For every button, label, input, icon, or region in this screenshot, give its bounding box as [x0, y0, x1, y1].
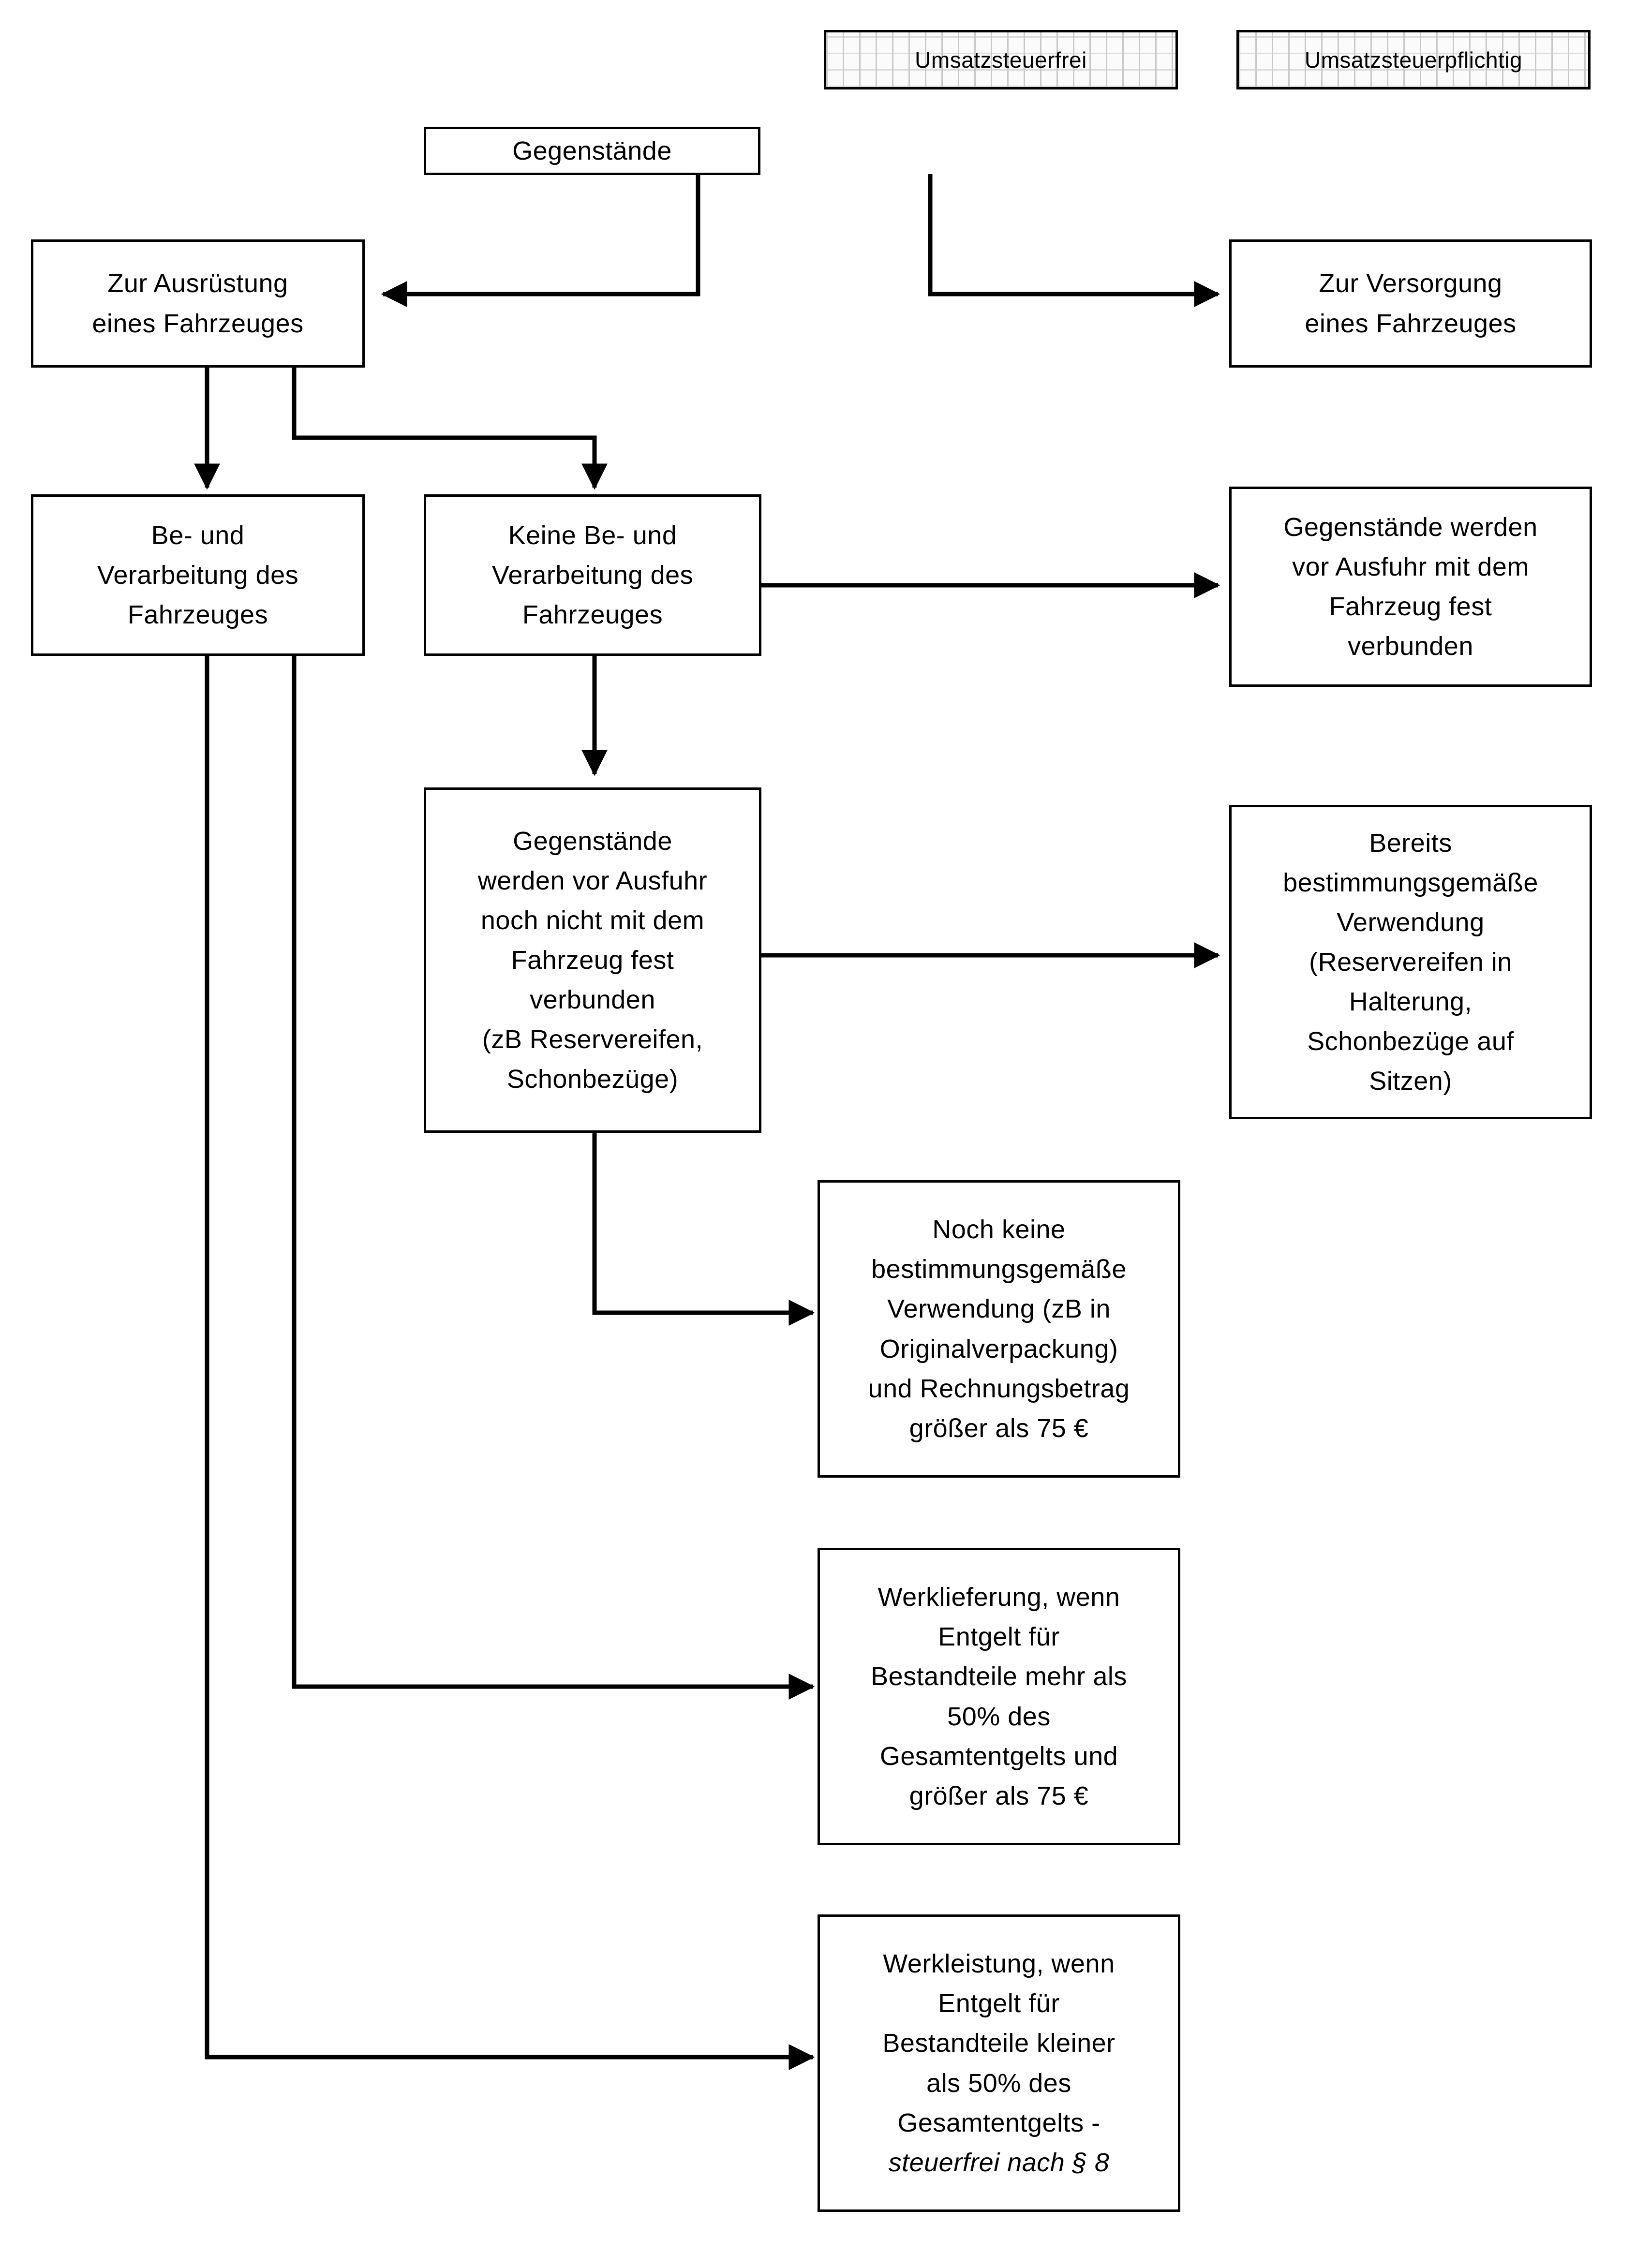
node-supply[interactable]: Zur Versorgung eines Fahrzeuges: [1229, 239, 1592, 368]
node-werklieferung-label: Werklieferung, wenn Entgelt für Bestandt…: [871, 1583, 1127, 1810]
node-already-used[interactable]: Bereits bestimmungsgemäße Verwendung (Re…: [1229, 805, 1592, 1119]
node-not-yet-used[interactable]: Noch keine bestimmungsgemäße Verwendung …: [818, 1180, 1180, 1478]
node-werkleistung-note: steuerfrei nach § 8: [888, 2148, 1110, 2177]
node-not-yet-connected[interactable]: Gegenstände werden vor Ausfuhr noch nich…: [424, 787, 761, 1133]
node-not-yet-connected-label: Gegenstände werden vor Ausfuhr noch nich…: [477, 826, 708, 1094]
edge-objects-to-equipment: [381, 174, 700, 307]
legend-taxable: Umsatzsteuerpflichtig: [1236, 30, 1591, 89]
node-equipment[interactable]: Zur Ausrüstung eines Fahrzeuges: [31, 239, 365, 368]
edge-not-yet-connected-to-not-yet-used: [592, 1133, 815, 1326]
node-already-used-label: Bereits bestimmungsgemäße Verwendung (Re…: [1283, 828, 1538, 1096]
node-processing[interactable]: Be- und Verarbeitung des Fahrzeuges: [31, 494, 365, 656]
node-werkleistung[interactable]: Werkleistung, wenn Entgelt für Bestandte…: [818, 1914, 1180, 2212]
node-supply-label: Zur Versorgung eines Fahrzeuges: [1305, 269, 1517, 338]
node-werklieferung[interactable]: Werklieferung, wenn Entgelt für Bestandt…: [818, 1548, 1180, 1845]
node-objects-label: Gegenstände: [512, 136, 672, 165]
node-processing-label: Be- und Verarbeitung des Fahrzeuges: [97, 520, 299, 630]
node-equipment-label: Zur Ausrüstung eines Fahrzeuges: [92, 269, 304, 338]
node-firmly-connected[interactable]: Gegenstände werden vor Ausfuhr mit dem F…: [1229, 487, 1592, 687]
edge-equipment-to-no-processing: [292, 368, 608, 490]
edge-objects-to-supply: [928, 174, 1220, 307]
node-not-yet-used-label: Noch keine bestimmungsgemäße Verwendung …: [868, 1215, 1130, 1443]
node-no-processing-label: Keine Be- und Verarbeitung des Fahrzeuge…: [491, 520, 694, 630]
legend-tax-free: Umsatzsteuerfrei: [824, 30, 1178, 89]
node-werkleistung-label: Werkleistung, wenn Entgelt für Bestandte…: [825, 1944, 1173, 2182]
node-objects[interactable]: Gegenstände: [424, 127, 760, 175]
node-no-processing[interactable]: Keine Be- und Verarbeitung des Fahrzeuge…: [424, 494, 761, 656]
node-werkleistung-main: Werkleistung, wenn Entgelt für Bestandte…: [882, 1949, 1115, 2137]
legend-tax-free-label: Umsatzsteuerfrei: [915, 47, 1087, 73]
node-firmly-connected-label: Gegenstände werden vor Ausfuhr mit dem F…: [1283, 512, 1538, 661]
legend-taxable-label: Umsatzsteuerpflichtig: [1304, 47, 1523, 73]
